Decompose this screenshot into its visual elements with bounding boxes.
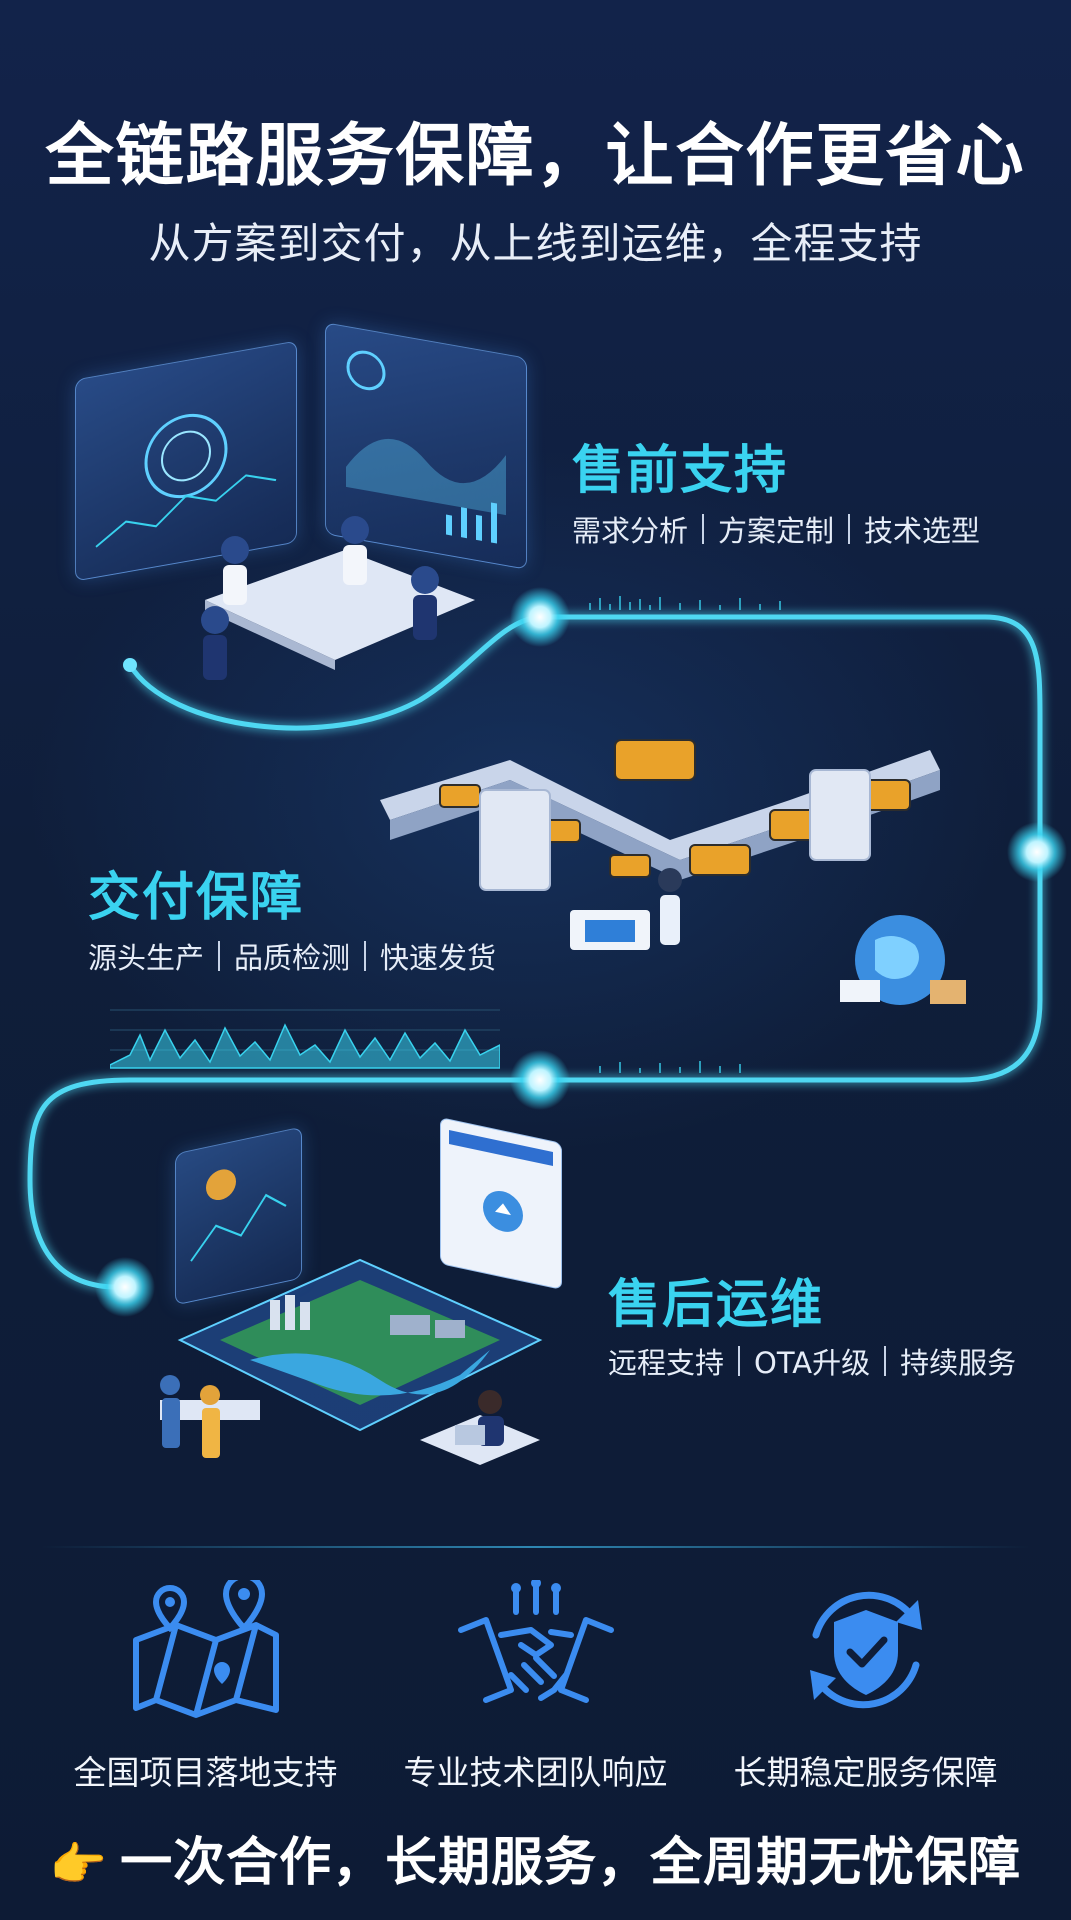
page-title: 全链路服务保障，让合作更省心	[45, 117, 1026, 196]
aftersales-illustration	[140, 1117, 580, 1490]
section-divider	[40, 1546, 1031, 1548]
separator	[218, 941, 221, 971]
meeting-table	[201, 516, 475, 680]
stage-point: 远程支持	[608, 1346, 725, 1380]
stage-points-delivery: 源头生产 品质检测 快速发货	[88, 935, 496, 977]
feature-nationwide: 全国项目落地支持	[27, 1580, 384, 1794]
stage-title-aftersales: 售后运维	[608, 1275, 825, 1335]
feature-stable: 长期稳定服务保障	[687, 1580, 1044, 1794]
dashboard-screen	[325, 322, 527, 570]
stage-point: 品质检测	[234, 941, 351, 975]
slogan-text: 一次合作，长期服务，全周期无忧保障	[120, 1833, 1022, 1893]
presales-illustration	[75, 322, 535, 680]
stage-point: 方案定制	[718, 514, 835, 548]
separator	[364, 941, 367, 971]
separator	[848, 514, 851, 544]
page-subtitle: 从方案到交付，从上线到运维，全程支持	[148, 219, 923, 268]
separator	[884, 1346, 887, 1376]
stage-points-presales: 需求分析 方案定制 技术选型	[572, 508, 980, 550]
stage-point: OTA升级	[754, 1346, 871, 1380]
dashboard-screen	[75, 340, 297, 582]
feature-label: 专业技术团队响应	[403, 1753, 668, 1792]
cloud-screen	[440, 1117, 562, 1290]
stage-points-aftersales: 远程支持 OTA升级 持续服务	[608, 1340, 1016, 1382]
delivery-illustration	[380, 739, 966, 1005]
feature-team: 专业技术团队响应	[357, 1580, 714, 1794]
pointing-hand-icon: 👉	[49, 1837, 109, 1891]
handshake-icon	[457, 1580, 614, 1703]
map-pin-icon	[132, 1580, 279, 1718]
separator	[702, 514, 705, 544]
waveform-decoration	[110, 1009, 500, 1069]
route-node	[510, 1050, 570, 1110]
dashboard-screen	[175, 1126, 302, 1306]
feature-label: 长期稳定服务保障	[733, 1753, 998, 1792]
stage-point: 技术选型	[864, 514, 981, 548]
footer-slogan: 👉一次合作，长期服务，全周期无忧保障	[0, 1820, 1071, 1895]
shield-check-icon	[809, 1591, 922, 1709]
stage-point: 源头生产	[88, 941, 205, 975]
stage-title-presales: 售前支持	[572, 441, 789, 501]
stage-point: 快速发货	[380, 941, 497, 975]
stage-point: 持续服务	[900, 1346, 1017, 1380]
stage-title-delivery: 交付保障	[88, 868, 305, 928]
feature-label: 全国项目落地支持	[73, 1753, 338, 1792]
route-node	[95, 1257, 155, 1317]
separator	[738, 1346, 741, 1376]
stage-point: 需求分析	[572, 514, 689, 548]
route-node	[510, 587, 570, 647]
route-node	[1007, 822, 1067, 882]
